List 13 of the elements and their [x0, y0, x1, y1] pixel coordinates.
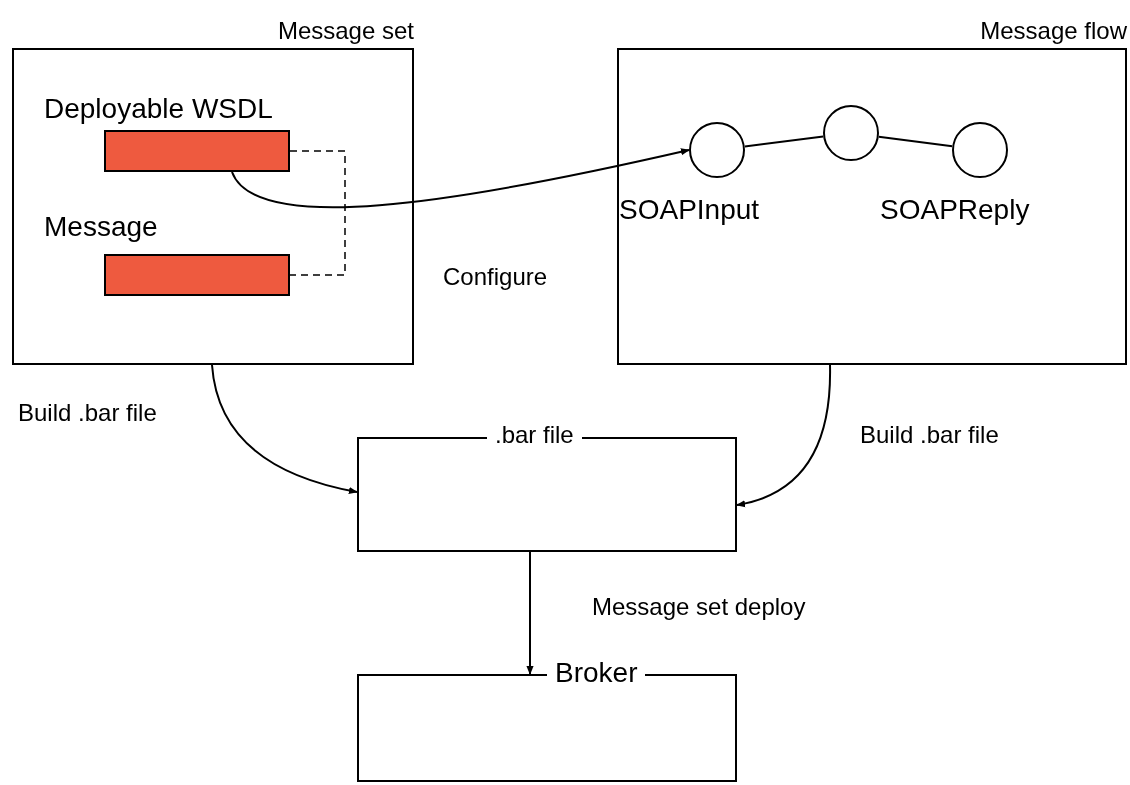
node-label: Message flow	[980, 16, 1127, 46]
connector-line	[877, 135, 954, 148]
node-label: Deployable WSDL	[44, 92, 273, 126]
arrow	[736, 364, 831, 507]
node-label: Message	[44, 210, 158, 244]
connector-line	[743, 135, 825, 148]
node-label: SOAPReply	[880, 193, 1030, 227]
node-label: Message set	[277, 16, 414, 46]
arrow	[211, 364, 358, 494]
arrow	[526, 551, 534, 675]
arrow	[231, 148, 690, 209]
dashed-connector	[289, 150, 346, 276]
node-label: SOAPInput	[619, 193, 760, 227]
